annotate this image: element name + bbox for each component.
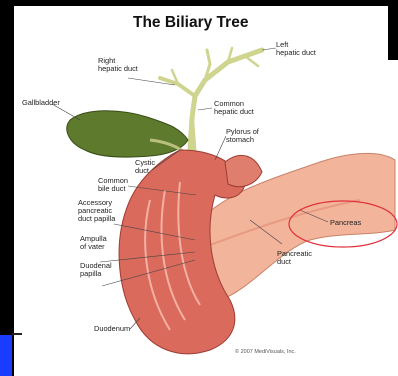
label-gallbladder: Gallbladder xyxy=(22,99,60,107)
frame-left-border xyxy=(0,0,14,376)
label-left-hepatic-duct: Left hepatic duct xyxy=(276,41,316,57)
label-common-bile-duct: Common bile duct xyxy=(98,177,128,193)
label-pancreatic-duct: Pancreatic duct xyxy=(277,250,312,266)
label-cystic-duct: Cystic duct xyxy=(135,159,155,175)
label-right-hepatic-duct: Right hepatic duct xyxy=(98,57,138,73)
label-duodenal-papilla: Duodenal papilla xyxy=(80,262,112,278)
label-duodenum: Duodenum xyxy=(94,325,130,333)
label-accessory-pancreatic-duct-papilla: Accessory pancreatic duct papilla xyxy=(78,199,115,223)
copyright-notice: © 2007 MediVisuals, Inc. xyxy=(235,349,296,355)
label-pancreas: Pancreas xyxy=(330,219,361,227)
biliary-tree-illustration xyxy=(14,6,398,376)
diagram-title: The Biliary Tree xyxy=(133,14,248,32)
label-common-hepatic-duct: Common hepatic duct xyxy=(214,100,254,116)
label-pylorus-of-stomach: Pylorus of stomach xyxy=(226,128,259,144)
gallbladder-shape xyxy=(67,111,188,157)
blue-tab xyxy=(0,335,12,376)
label-ampulla-of-vater: Ampulla of vater xyxy=(80,235,107,251)
